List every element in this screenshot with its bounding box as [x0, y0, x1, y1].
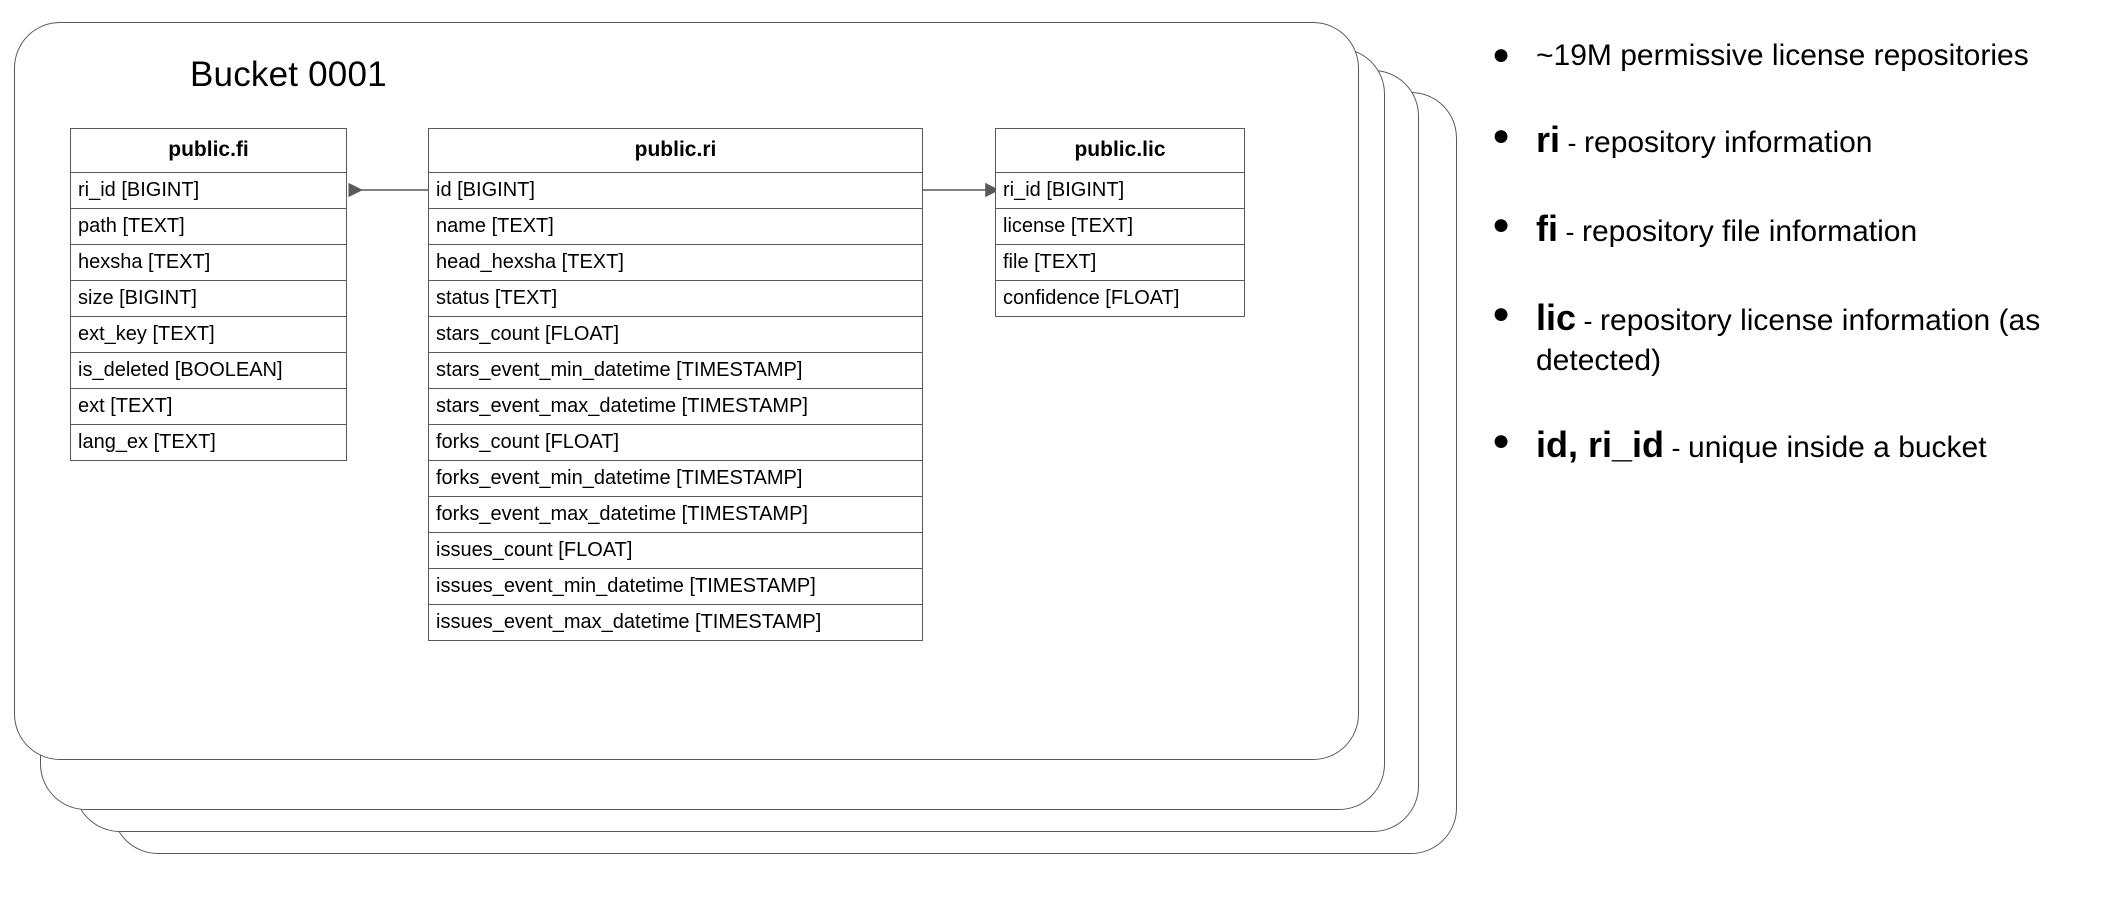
er-table-ri: public.ri id [BIGINT] name [TEXT] head_h… — [428, 128, 923, 642]
notes-list: ● ~19M permissive license repositories ●… — [1478, 36, 2098, 511]
er-column-row: lang_ex [TEXT] — [78, 431, 216, 454]
bullet-icon: ● — [1492, 38, 1511, 71]
note-rest: repository license information (as detec… — [1536, 303, 2041, 378]
er-table-fi: public.fi ri_id [BIGINT] path [TEXT] hex… — [70, 128, 347, 462]
er-table-fi-title: public.fi — [71, 129, 346, 174]
er-column-row: issues_event_max_datetime [TIMESTAMP] — [436, 611, 822, 634]
er-column-row: issues_count [FLOAT] — [429, 533, 922, 570]
er-column-row: ext_key [TEXT] — [71, 317, 346, 354]
er-column-row: stars_count [FLOAT] — [429, 317, 922, 354]
er-table-ri-title: public.ri — [429, 129, 922, 174]
er-column-row: path [TEXT] — [71, 209, 346, 246]
bullet-icon: ● — [1492, 296, 1511, 330]
er-column-row: name [TEXT] — [429, 209, 922, 246]
note-term: lic — [1536, 296, 1577, 338]
note-item: ● ~19M permissive license repositories — [1478, 36, 2098, 75]
note-item: ● ri - repository information — [1478, 117, 2098, 164]
note-dash: - — [1558, 216, 1582, 247]
er-column-row: forks_event_min_datetime [TIMESTAMP] — [429, 461, 922, 498]
er-column-row: license [TEXT] — [996, 209, 1244, 246]
er-column-row: size [BIGINT] — [71, 281, 346, 318]
er-table-lic: public.lic ri_id [BIGINT] license [TEXT]… — [995, 128, 1245, 318]
er-column-row: ri_id [BIGINT] — [996, 173, 1244, 210]
note-dash: - — [1664, 433, 1689, 464]
er-table-lic-title: public.lic — [996, 129, 1244, 174]
note-text: ~19M permissive license repositories — [1536, 36, 2098, 75]
er-column-row: issues_event_min_datetime [TIMESTAMP] — [429, 569, 922, 606]
note-dash: - — [1576, 305, 1601, 336]
note-term: id, ri_id — [1536, 424, 1665, 466]
er-column-row: id [BIGINT] — [429, 173, 922, 210]
er-column-row: head_hexsha [TEXT] — [429, 245, 922, 282]
note-item: ● lic - repository license information (… — [1478, 295, 2098, 381]
er-column-row: hexsha [TEXT] — [71, 245, 346, 282]
note-term: fi — [1536, 207, 1558, 249]
note-rest: repository file information — [1582, 214, 1918, 248]
er-column-row: is_deleted [BOOLEAN] — [71, 353, 346, 390]
bucket-title: Bucket 0001 — [190, 55, 387, 94]
note-item: ● id, ri_id - unique inside a bucket — [1478, 422, 2098, 469]
note-dash: - — [1560, 128, 1585, 158]
note-rest: unique inside a bucket — [1688, 431, 1987, 465]
note-item: ● fi - repository file information — [1478, 206, 2098, 253]
er-column-row: ext [TEXT] — [71, 389, 346, 426]
note-text: ri - repository information — [1536, 117, 2098, 164]
er-column-row: ri_id [BIGINT] — [71, 173, 346, 210]
note-text: fi - repository file information — [1536, 206, 2098, 253]
er-column-row: confidence [FLOAT] — [1003, 287, 1180, 310]
note-text: lic - repository license information (as… — [1536, 295, 2098, 381]
bullet-icon: ● — [1492, 207, 1511, 241]
er-column-row: stars_event_max_datetime [TIMESTAMP] — [429, 389, 922, 426]
note-term: ri — [1536, 119, 1561, 160]
er-column-row: stars_event_min_datetime [TIMESTAMP] — [429, 353, 922, 390]
er-column-row: forks_event_max_datetime [TIMESTAMP] — [429, 497, 922, 534]
er-column-row: status [TEXT] — [429, 281, 922, 318]
er-column-row: file [TEXT] — [996, 245, 1244, 282]
bullet-icon: ● — [1492, 424, 1511, 458]
note-rest: ~19M permissive license repositories — [1536, 39, 2029, 72]
note-text: id, ri_id - unique inside a bucket — [1536, 422, 2098, 469]
note-rest: repository information — [1584, 126, 1873, 159]
er-column-row: forks_count [FLOAT] — [429, 425, 922, 462]
bullet-icon: ● — [1492, 119, 1511, 152]
